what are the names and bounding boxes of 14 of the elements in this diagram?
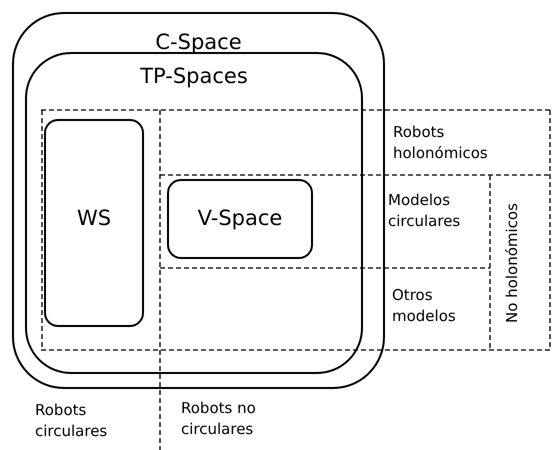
space-title: V-Space xyxy=(196,206,284,230)
region-label: Robots circulares xyxy=(35,400,108,442)
space-title: C-Space xyxy=(154,30,243,54)
region-label: Modelos circulares xyxy=(388,190,462,232)
region-label: Robots holonómicos xyxy=(393,122,489,164)
inner-space-region xyxy=(25,52,363,374)
outer-space-region xyxy=(12,12,385,389)
velocity-space-box xyxy=(167,179,313,259)
space-title: TP-Spaces xyxy=(139,64,249,88)
workspace-box xyxy=(44,119,144,327)
space-title: WS xyxy=(76,206,112,230)
region-label: No holonómicos xyxy=(502,203,522,323)
region-label: Otros modelos xyxy=(392,285,457,327)
region-label: Robots no circulares xyxy=(181,398,257,440)
